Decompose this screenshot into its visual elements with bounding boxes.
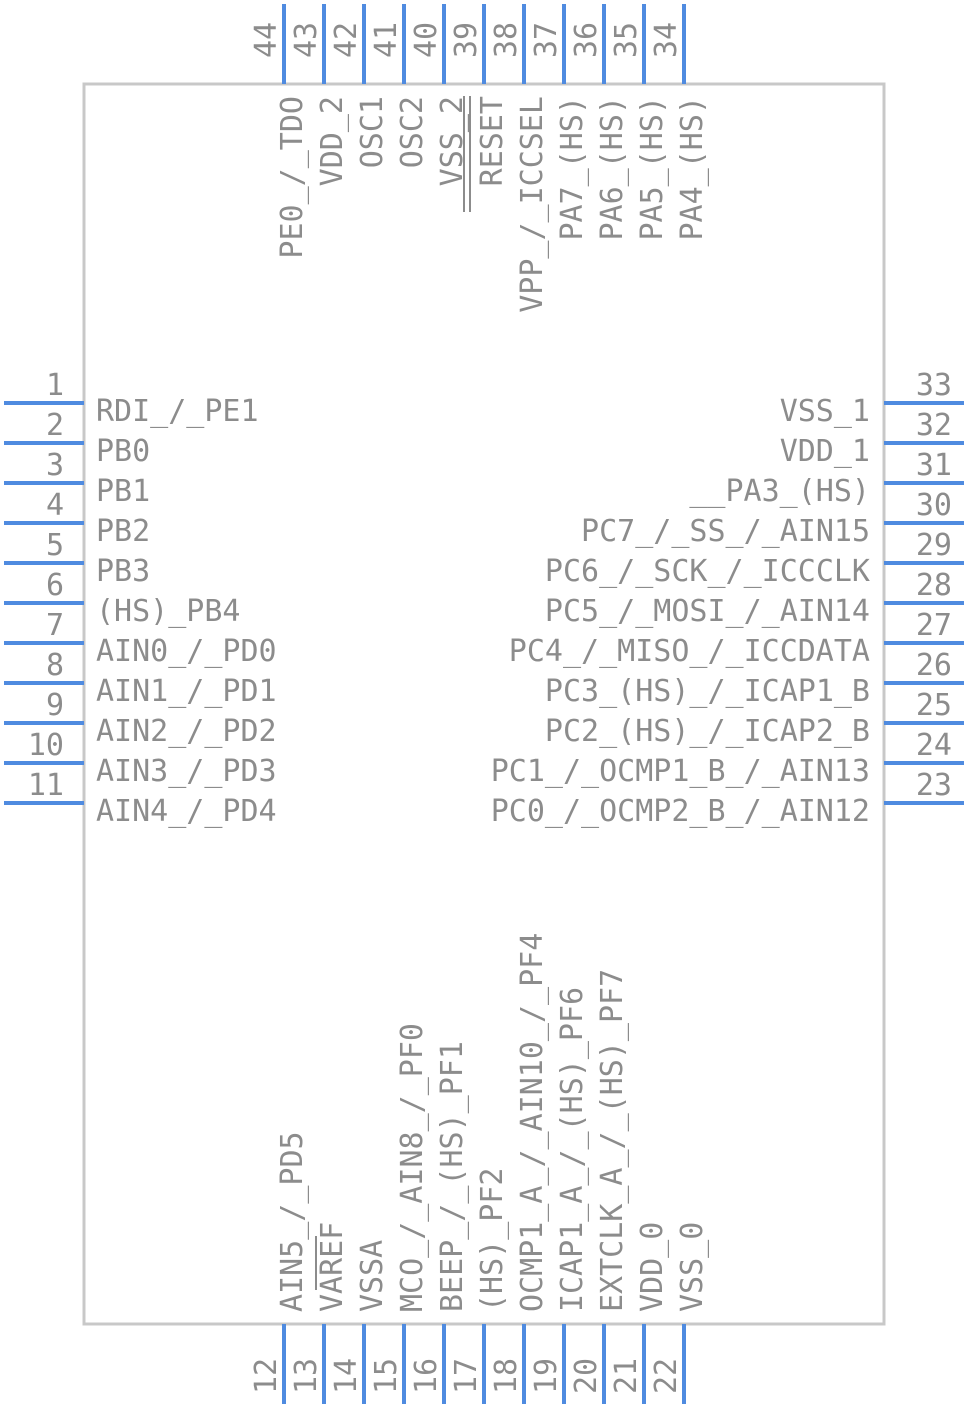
pin-number-44: 44 xyxy=(249,22,284,58)
pin-number-18: 18 xyxy=(489,1358,524,1394)
pin-label-23: PC0_/_OCMP2_B_/_AIN12 xyxy=(491,794,870,829)
pin-label-11: AIN4_/_PD4 xyxy=(96,794,277,829)
pin-label-2: PB0 xyxy=(96,434,150,469)
pin-label-34: PA4_(HS) xyxy=(675,96,710,241)
pin-number-41: 41 xyxy=(369,22,404,58)
pin-label-36: PA6_(HS) xyxy=(595,96,630,241)
pin-number-24: 24 xyxy=(916,728,952,763)
pin-label-26: PC3_(HS)_/_ICAP1_B xyxy=(545,674,870,709)
pin-number-38: 38 xyxy=(489,22,524,58)
pin-label-43: VDD_2 xyxy=(315,96,350,186)
pin-label-7: AIN0_/_PD0 xyxy=(96,634,277,669)
pin-number-15: 15 xyxy=(369,1358,404,1394)
pin-number-29: 29 xyxy=(916,528,952,563)
pin-number-1: 1 xyxy=(46,368,64,403)
pin-number-8: 8 xyxy=(46,648,64,683)
pin-label-5: PB3 xyxy=(96,554,150,589)
pin-number-36: 36 xyxy=(569,22,604,58)
pin-label-38: VPP_/_ICCSEL xyxy=(515,96,550,313)
pin-label-44: PE0_/_TDO xyxy=(275,96,310,259)
pin-number-33: 33 xyxy=(916,368,952,403)
pin-number-13: 13 xyxy=(289,1358,324,1394)
pin-number-40: 40 xyxy=(409,22,444,58)
pin-number-10: 10 xyxy=(28,728,64,763)
pin-number-23: 23 xyxy=(916,768,952,803)
pin-label-28: PC5_/_MOSI_/_AIN14 xyxy=(545,594,870,629)
pin-number-12: 12 xyxy=(249,1358,284,1394)
pin-number-9: 9 xyxy=(46,688,64,723)
pin-label-14: VSSA xyxy=(355,1240,390,1312)
pin-label-4: PB2 xyxy=(96,514,150,549)
pin-label-31: __PA3_(HS) xyxy=(689,474,870,509)
pin-number-5: 5 xyxy=(46,528,64,563)
pin-label-13: VAREF xyxy=(315,1222,350,1312)
pin-label-19: ICAP1_A_/_(HS)_PF6 xyxy=(555,987,590,1312)
pin-label-17: (HS)_PF2 xyxy=(475,1168,510,1313)
pin-label-8: AIN1_/_PD1 xyxy=(96,674,277,709)
pin-label-18: OCMP1_A_/_AIN10_/_PF4 xyxy=(515,933,550,1312)
pin-label-33: VSS_1 xyxy=(780,394,870,429)
pin-number-32: 32 xyxy=(916,408,952,443)
pin-number-28: 28 xyxy=(916,568,952,603)
pin-number-30: 30 xyxy=(916,488,952,523)
pin-label-21: VDD_0 xyxy=(635,1222,670,1312)
pin-number-16: 16 xyxy=(409,1358,444,1394)
pin-label-37: PA7_(HS) xyxy=(555,96,590,241)
pin-label-35: PA5_(HS) xyxy=(635,96,670,241)
pin-label-20: EXTCLK_A_/_(HS)_PF7 xyxy=(595,969,630,1312)
pin-label-32: VDD_1 xyxy=(780,434,870,469)
pin-label-29: PC6_/_SCK_/_ICCCLK xyxy=(545,554,870,589)
pin-label-12: AIN5_/_PD5 xyxy=(275,1131,310,1312)
pin-label-39: RESET xyxy=(475,96,510,186)
pin-number-37: 37 xyxy=(529,22,564,58)
pin-number-2: 2 xyxy=(46,408,64,443)
pin-label-3: PB1 xyxy=(96,474,150,509)
pin-number-19: 19 xyxy=(529,1358,564,1394)
pin-number-26: 26 xyxy=(916,648,952,683)
pin-label-30: PC7_/_SS_/_AIN15 xyxy=(581,514,870,549)
pin-label-41: OSC2 xyxy=(395,96,430,168)
pin-number-6: 6 xyxy=(46,568,64,603)
pin-number-34: 34 xyxy=(649,22,684,58)
pin-label-6: (HS)_PB4 xyxy=(96,594,241,629)
pin-number-22: 22 xyxy=(649,1358,684,1394)
pin-number-21: 21 xyxy=(609,1358,644,1394)
pin-number-11: 11 xyxy=(28,768,64,803)
pin-label-24: PC1_/_OCMP1_B_/_AIN13 xyxy=(491,754,870,789)
pin-number-31: 31 xyxy=(916,448,952,483)
pin-number-7: 7 xyxy=(46,608,64,643)
pin-label-9: AIN2_/_PD2 xyxy=(96,714,277,749)
pin-number-42: 42 xyxy=(329,22,364,58)
pin-number-25: 25 xyxy=(916,688,952,723)
pin-number-4: 4 xyxy=(46,488,64,523)
pin-label-25: PC2_(HS)_/_ICAP2_B xyxy=(545,714,870,749)
pin-label-16: BEEP_/_(HS)_PF1 xyxy=(435,1041,470,1312)
pin-number-14: 14 xyxy=(329,1358,364,1394)
pin-label-27: PC4_/_MISO_/_ICCDATA xyxy=(509,634,870,669)
pin-number-3: 3 xyxy=(46,448,64,483)
pin-number-27: 27 xyxy=(916,608,952,643)
pin-label-42: OSC1 xyxy=(355,96,390,168)
pin-number-39: 39 xyxy=(449,22,484,58)
pin-label-1: RDI_/_PE1 xyxy=(96,394,259,429)
pin-number-35: 35 xyxy=(609,22,644,58)
pin-number-20: 20 xyxy=(569,1358,604,1394)
pin-label-15: MCO_/_AIN8_/_PF0 xyxy=(395,1023,430,1312)
pin-number-17: 17 xyxy=(449,1358,484,1394)
pin-label-10: AIN3_/_PD3 xyxy=(96,754,277,789)
pin-label-22: VSS_0 xyxy=(675,1222,710,1312)
pin-number-43: 43 xyxy=(289,22,324,58)
